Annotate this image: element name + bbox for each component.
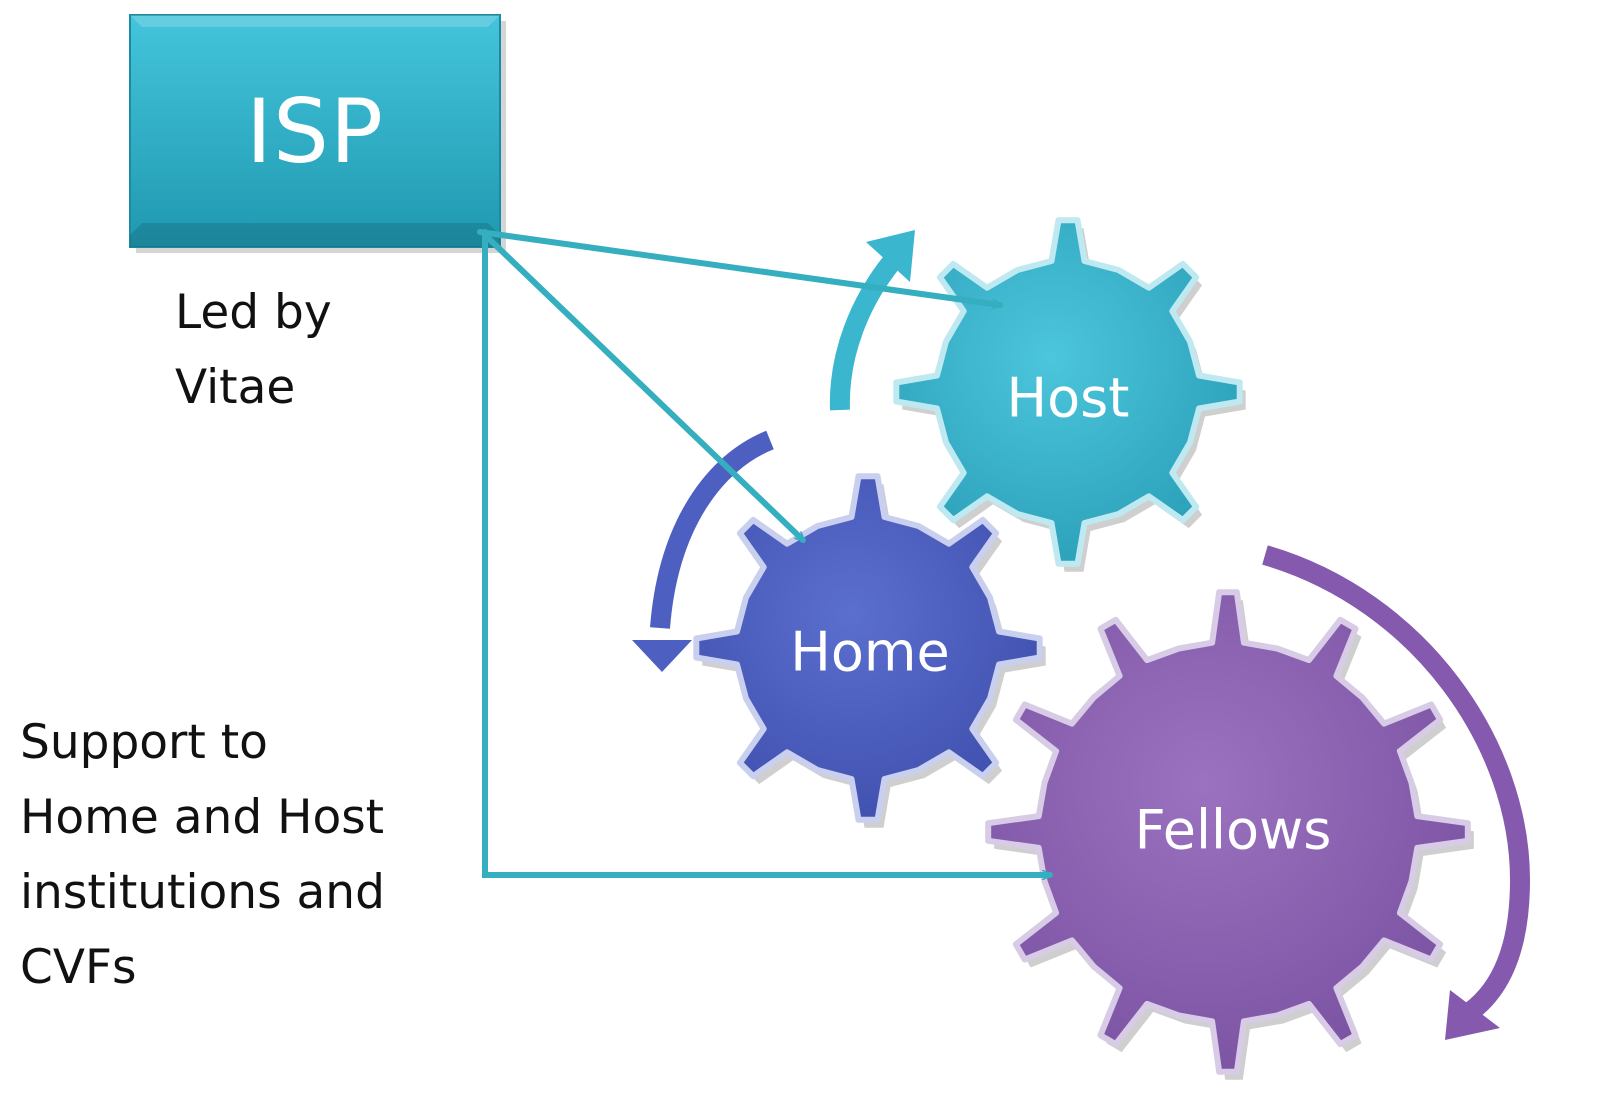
host-rotation-arrow <box>829 230 915 411</box>
home-gear <box>693 473 1046 828</box>
led-by-caption: Led by Vitae <box>175 275 332 425</box>
home-rotation-arrow <box>632 430 774 672</box>
isp-box <box>129 14 506 253</box>
host-gear <box>893 217 1246 572</box>
fellows-gear <box>985 589 1474 1080</box>
fellows-gear-label: Fellows <box>1134 798 1332 862</box>
isp-label: ISP <box>246 79 384 183</box>
support-line-3: institutions and <box>20 865 385 920</box>
led-by-line-2: Vitae <box>175 360 296 415</box>
connector-to-home <box>482 232 806 543</box>
connector-to-host <box>477 229 1003 305</box>
home-gear-label: Home <box>790 620 950 684</box>
support-line-1: Support to <box>20 715 268 770</box>
connector-lines <box>477 229 1053 875</box>
led-by-line-1: Led by <box>175 285 332 340</box>
connector-to-fellows <box>482 229 1053 875</box>
host-gear-label: Host <box>1006 366 1130 430</box>
support-caption: Support to Home and Host institutions an… <box>20 705 385 1005</box>
fellows-rotation-arrow <box>1262 545 1531 1040</box>
support-line-2: Home and Host <box>20 790 385 845</box>
support-line-4: CVFs <box>20 940 137 995</box>
